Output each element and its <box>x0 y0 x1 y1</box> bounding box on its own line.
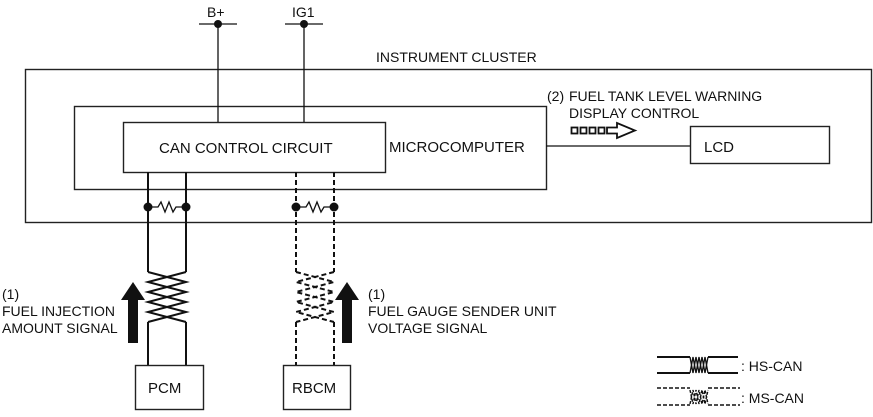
ms-can-bus <box>291 172 339 365</box>
lcd-label: LCD <box>704 139 734 156</box>
rbcm-box <box>282 364 352 411</box>
microcomputer-label: MICROCOMPUTER <box>389 139 525 156</box>
pcm-label: PCM <box>148 380 181 397</box>
output-signal-line2: DISPLAY CONTROL <box>569 105 699 121</box>
legend-hs-can-symbol-icon <box>657 356 738 374</box>
legend-ms-can-label: : MS-CAN <box>741 390 804 406</box>
instrument-cluster-label: INSTRUMENT CLUSTER <box>376 49 537 65</box>
data-flow-arrow-icon <box>570 121 638 140</box>
output-signal-number: (2) <box>547 88 564 104</box>
legend-hs-can-label: : HS-CAN <box>741 358 802 374</box>
ig1-label: IG1 <box>292 4 315 20</box>
rbcm-label: RBCM <box>292 380 336 397</box>
can-control-circuit-label: CAN CONTROL CIRCUIT <box>159 140 333 157</box>
input-signal-2-number: (1) <box>368 286 385 302</box>
hs-can-bus <box>143 172 191 365</box>
fuel-gauge-arrow-icon <box>335 282 359 343</box>
output-signal-line1: FUEL TANK LEVEL WARNING <box>569 88 762 104</box>
input-signal-2-line1: FUEL GAUGE SENDER UNIT <box>368 303 557 319</box>
input-signal-2-line2: VOLTAGE SIGNAL <box>368 320 488 336</box>
input-signal-1-line1: FUEL INJECTION <box>2 303 115 319</box>
legend-ms-can-symbol-icon <box>657 387 740 406</box>
input-signal-1-line2: AMOUNT SIGNAL <box>2 320 118 336</box>
input-signal-1-number: (1) <box>2 286 19 302</box>
lcd-box <box>689 125 831 165</box>
bplus-label: B+ <box>207 4 225 20</box>
can-control-circuit-box <box>122 121 387 174</box>
pcm-box <box>134 364 205 411</box>
fuel-injection-arrow-icon <box>121 282 145 343</box>
legend: : HS-CAN : MS-CAN <box>657 356 804 406</box>
